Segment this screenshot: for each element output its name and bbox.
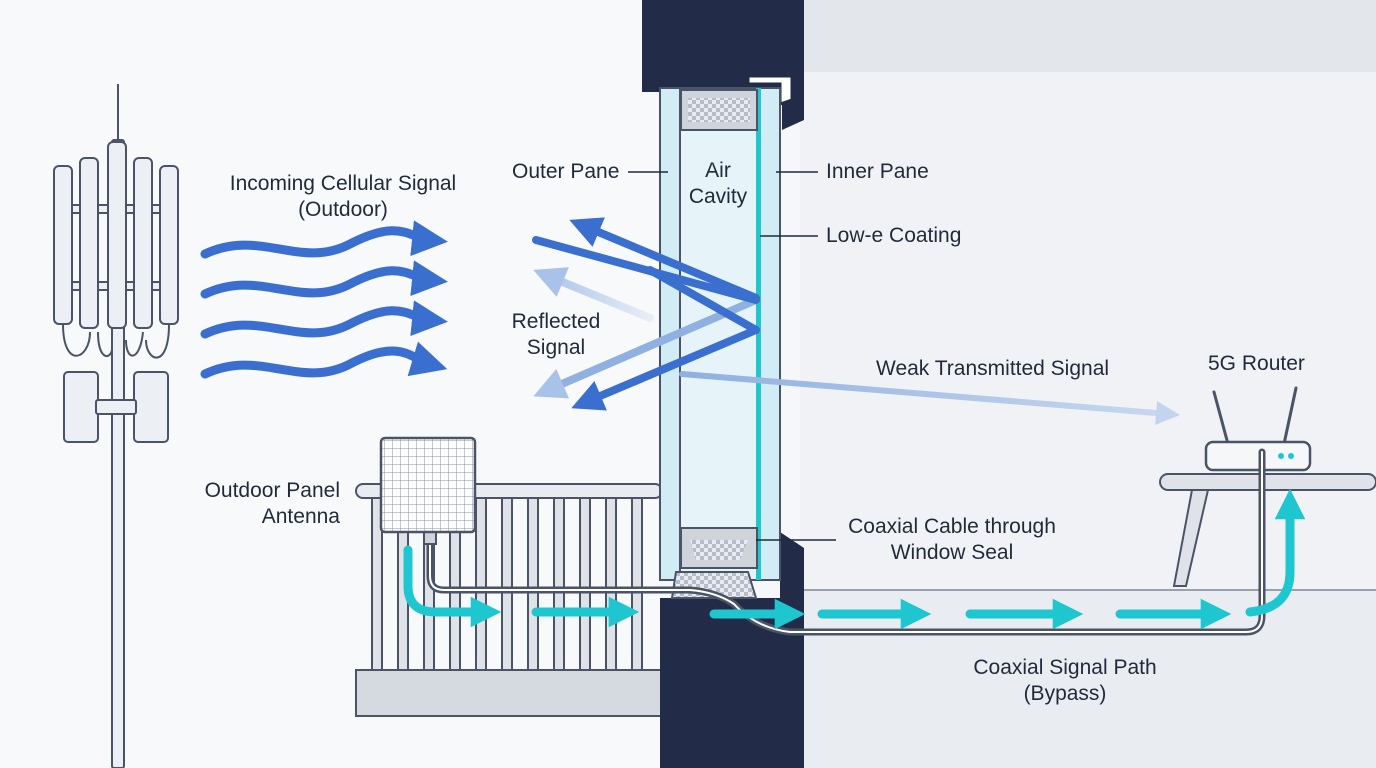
outer-pane-label: Outer Pane (512, 160, 620, 183)
air-cavity-line2: Cavity (688, 185, 748, 208)
air-cavity-line1: Air (705, 159, 731, 182)
coax-path-label: Coaxial Signal Path (Bypass) (960, 655, 1170, 707)
leader-lines (628, 171, 836, 541)
low-e-coating-label: Low-e Coating (826, 224, 962, 247)
inner-pane (757, 87, 781, 581)
outdoor-antenna-line1: Outdoor Panel (204, 479, 340, 502)
weak-signal-label: Weak Transmitted Signal (876, 357, 1110, 380)
reflection-arrows (532, 217, 760, 411)
indoor-floor (800, 590, 1376, 768)
indoor-ceiling (800, 0, 1376, 72)
router-table (1159, 473, 1376, 587)
incoming-signal-line1: Incoming Cellular Signal (229, 172, 457, 195)
router-icon (1204, 386, 1312, 472)
coax-path-line1: Coaxial Signal Path (973, 656, 1157, 679)
weak-signal-arrow (679, 371, 1180, 425)
inner-pane-label: Inner Pane (826, 160, 929, 183)
incoming-signal-waves (200, 220, 448, 379)
outdoor-antenna-label: Outdoor Panel Antenna (180, 478, 340, 530)
reflected-signal-line2: Signal (526, 336, 586, 359)
reflected-signal-line1: Reflected (511, 310, 601, 333)
coax-signal-arrows (403, 488, 1306, 630)
coax-seal-label: Coaxial Cable through Window Seal (840, 514, 1064, 566)
coax-seal-line2: Window Seal (890, 541, 1014, 564)
balcony-slab (355, 669, 663, 717)
router-label: 5G Router (1208, 352, 1305, 375)
outdoor-antenna-line2: Antenna (261, 505, 340, 528)
reflected-signal-label: Reflected Signal (494, 309, 618, 361)
air-cavity-label: Air Cavity (680, 158, 756, 210)
coax-path-line2: (Bypass) (1023, 682, 1107, 705)
panel-antenna-icon (379, 436, 477, 545)
incoming-signal-label: Incoming Cellular Signal (Outdoor) (208, 171, 478, 223)
incoming-signal-line2: (Outdoor) (298, 198, 388, 221)
low-e-coating (756, 88, 761, 580)
coax-seal-line1: Coaxial Cable through (848, 515, 1056, 538)
cell-tower-icon (53, 84, 179, 768)
